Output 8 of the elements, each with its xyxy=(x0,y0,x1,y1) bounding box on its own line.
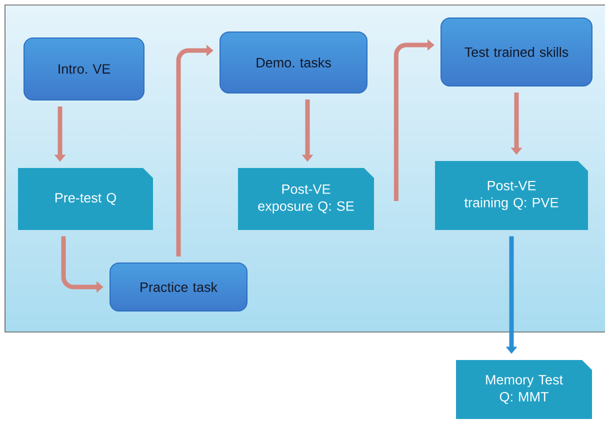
process-box: Intro. VE xyxy=(24,38,144,100)
process-box: Demo. tasks xyxy=(220,32,368,94)
document-box: Pre-test Q xyxy=(18,168,153,230)
document-box: Memory Test Q: MMT xyxy=(456,360,592,419)
document-box: Post-VE training Q: PVE xyxy=(435,161,588,230)
process-box: Practice task xyxy=(110,262,248,312)
document-box: Post-VE exposure Q: SE xyxy=(238,168,374,230)
process-box: Test trained skills xyxy=(440,18,592,86)
